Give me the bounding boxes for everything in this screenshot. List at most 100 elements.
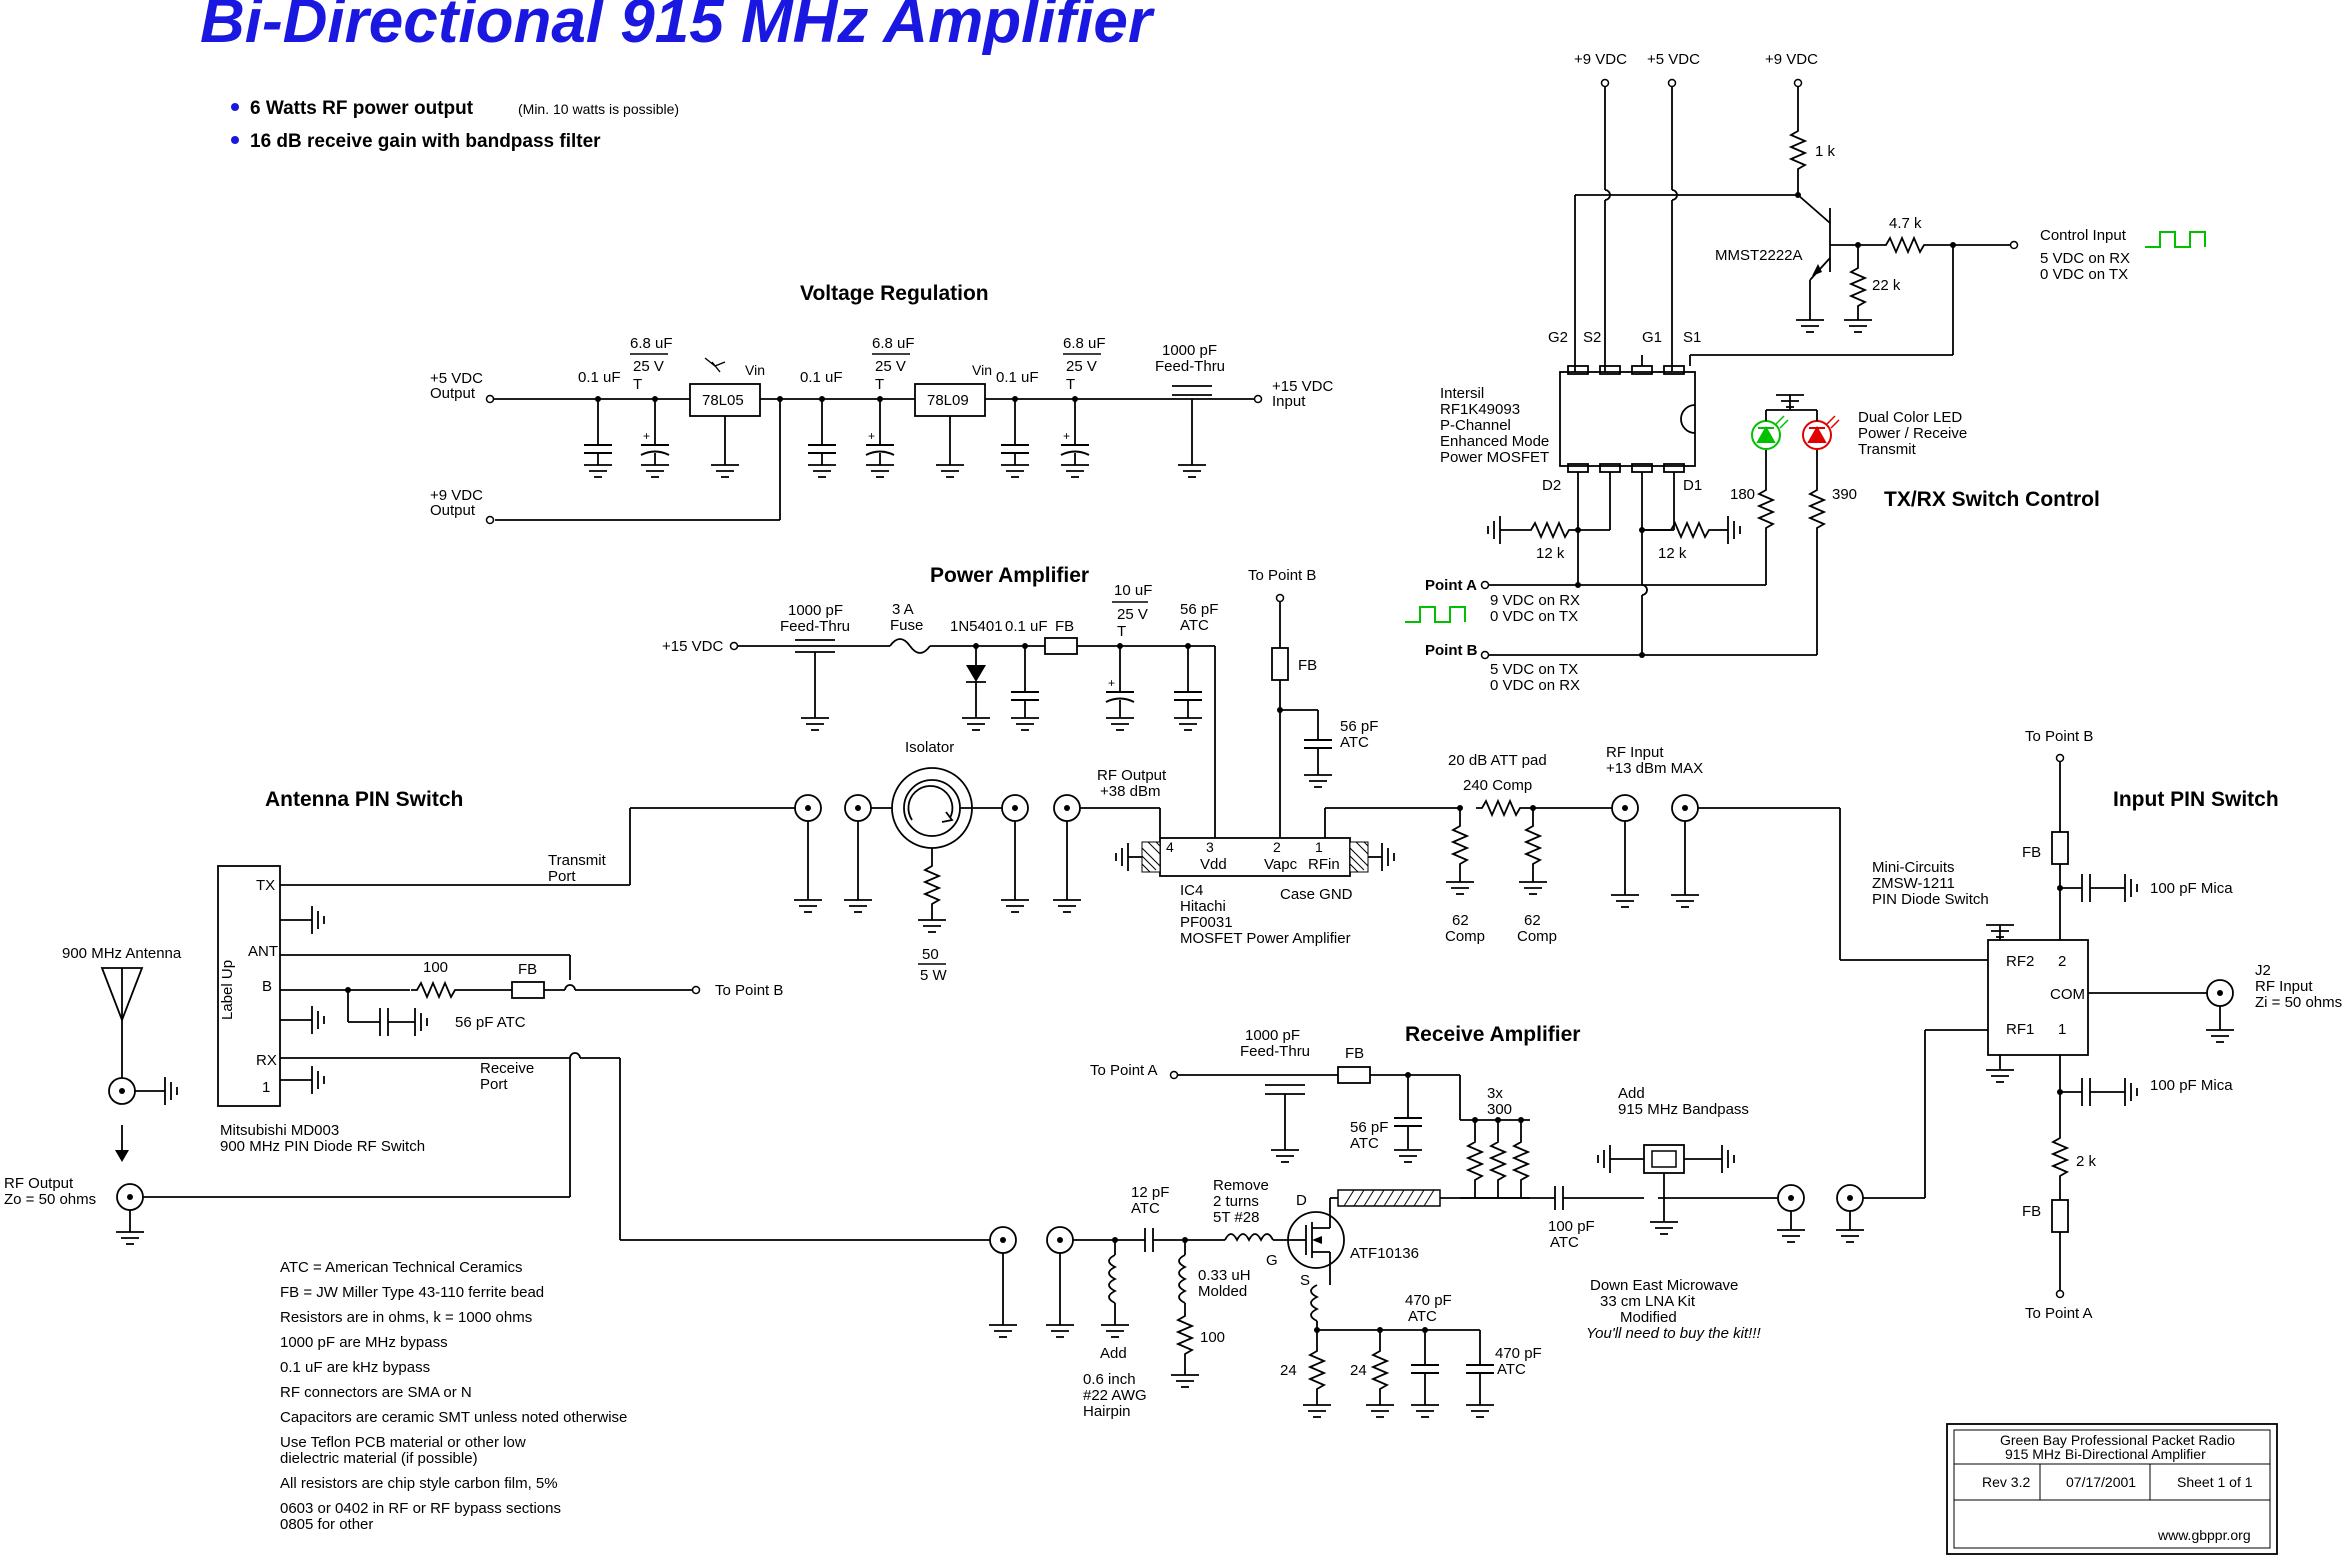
label: ZMSW-1211 <box>1872 875 1955 892</box>
label: RF Input <box>1606 744 1664 761</box>
title-block-rev: Rev 3.2 <box>1982 1474 2030 1490</box>
label: 100 <box>423 959 448 976</box>
label: 25 V <box>875 358 906 375</box>
label: Feed-Thru <box>780 618 850 635</box>
label: FB <box>1298 657 1317 674</box>
label: IC4 <box>1180 882 1203 899</box>
label: T <box>1117 623 1126 640</box>
label: +9 VDC <box>1574 51 1627 68</box>
label: +5 VDC <box>1647 51 1700 68</box>
label: S1 <box>1683 329 1701 346</box>
label: Remove <box>1213 1177 1269 1194</box>
input-pin-switch-section: Input PIN Switch To Point B FB 100 pF Mi… <box>1872 728 2342 1322</box>
label: RF1 <box>2006 1021 2034 1038</box>
label: Output <box>430 385 476 402</box>
label: 5 VDC on RX <box>2040 250 2130 267</box>
label: 0 VDC on TX <box>1490 608 1578 625</box>
label: 25 V <box>633 358 664 375</box>
label: 5 W <box>920 967 948 984</box>
label: RF Output <box>1097 767 1167 784</box>
label: +9 VDC <box>1765 51 1818 68</box>
section-voltage-regulation: Voltage Regulation <box>800 282 989 305</box>
bullet-2: 16 dB receive gain with bandpass filter <box>250 131 601 152</box>
note-line: 0.1 uF are kHz bypass <box>280 1359 430 1376</box>
label: Mini-Circuits <box>1872 859 1955 876</box>
label: 1000 pF <box>1162 342 1217 359</box>
label: Vin <box>745 362 765 378</box>
note-line: Use Teflon PCB material or other low <box>280 1434 526 1451</box>
label: RF Input <box>2255 978 2313 995</box>
label: Receive <box>480 1060 534 1077</box>
label: Hairpin <box>1083 1403 1131 1420</box>
label: +9 VDC <box>430 487 483 504</box>
label: 24 <box>1280 1362 1297 1379</box>
label: Zo = 50 ohms <box>4 1191 96 1208</box>
label: +5 VDC <box>430 370 483 387</box>
title-block-date: 07/17/2001 <box>2066 1474 2136 1490</box>
note-line: Capacitors are ceramic SMT unless noted … <box>280 1409 627 1426</box>
label: 50 <box>922 946 939 963</box>
label: Add <box>1100 1345 1127 1362</box>
label: 2 turns <box>1213 1193 1259 1210</box>
label: 12 k <box>1658 545 1687 562</box>
label: 0.1 uF <box>996 369 1039 386</box>
label: 78L09 <box>927 392 969 409</box>
label: S <box>1300 1272 1310 1289</box>
label: Port <box>480 1076 508 1093</box>
label: 1 <box>2058 1021 2066 1038</box>
label: 390 <box>1832 486 1857 503</box>
label: T <box>875 376 884 393</box>
label: 25 V <box>1066 358 1097 375</box>
label: 10 uF <box>1114 582 1152 599</box>
label: 1000 pF <box>788 602 843 619</box>
power-amplifier-section: Power Amplifier +15 VDC 1000 pF Feed-Thr… <box>662 564 1988 984</box>
label: 1 k <box>1815 143 1836 160</box>
label: 100 pF Mica <box>2150 1077 2233 1094</box>
label: Vapc <box>1264 856 1298 873</box>
label: ATC <box>1180 617 1209 634</box>
label: 5 VDC on TX <box>1490 661 1578 678</box>
label: 5T #28 <box>1213 1209 1259 1226</box>
page-title: Bi-Directional 915 MHz Amplifier <box>200 0 1155 56</box>
label: Mitsubishi MD003 <box>220 1122 339 1139</box>
label: 3 <box>1206 839 1214 855</box>
notes-block: ATC = American Technical Ceramics FB = J… <box>280 1259 627 1533</box>
label: RX <box>256 1052 277 1069</box>
label: 1N5401 <box>950 618 1003 635</box>
label: Vin <box>972 362 992 378</box>
label: 25 V <box>1117 606 1148 623</box>
section-receive-amplifier: Receive Amplifier <box>1405 1023 1580 1046</box>
label: Add <box>1618 1085 1645 1102</box>
label: RFin <box>1308 856 1340 873</box>
title-block: Green Bay Professional Packet Radio 915 … <box>1946 1423 2278 1555</box>
label: PF0031 <box>1180 914 1233 931</box>
label: To Point B <box>2025 728 2093 745</box>
label: FB <box>2022 844 2041 861</box>
label: RF Output <box>4 1175 74 1192</box>
label: To Point A <box>2025 1305 2093 1322</box>
receive-amplifier-section: Receive Amplifier To Point A 1000 pF Fee… <box>988 1023 1988 1420</box>
label: 100 <box>1200 1329 1225 1346</box>
label: 0.1 uF <box>578 369 621 386</box>
label: 0.6 inch <box>1083 1371 1136 1388</box>
label: #22 AWG <box>1083 1387 1147 1404</box>
label: 300 <box>1487 1101 1512 1118</box>
label: 9 VDC on RX <box>1490 592 1580 609</box>
label: 2 <box>1273 839 1281 855</box>
note-line: All resistors are chip style carbon film… <box>280 1475 558 1492</box>
label: +15 VDC <box>1272 378 1333 395</box>
label: Dual Color LED <box>1858 409 1962 426</box>
label: ATC <box>1497 1361 1526 1378</box>
label: Modified <box>1620 1309 1677 1326</box>
label: D <box>1296 1192 1307 1209</box>
label: FB <box>1055 618 1074 635</box>
label: Feed-Thru <box>1240 1043 1310 1060</box>
label: To Point B <box>715 982 783 999</box>
label: COM <box>2050 986 2085 1003</box>
label: 100 pF Mica <box>2150 880 2233 897</box>
label: Zi = 50 ohms <box>2255 994 2342 1011</box>
label: Vdd <box>1200 856 1227 873</box>
label: 900 MHz PIN Diode RF Switch <box>220 1138 425 1155</box>
section-power-amplifier: Power Amplifier <box>930 564 1089 587</box>
label: Enhanced Mode <box>1440 433 1549 450</box>
